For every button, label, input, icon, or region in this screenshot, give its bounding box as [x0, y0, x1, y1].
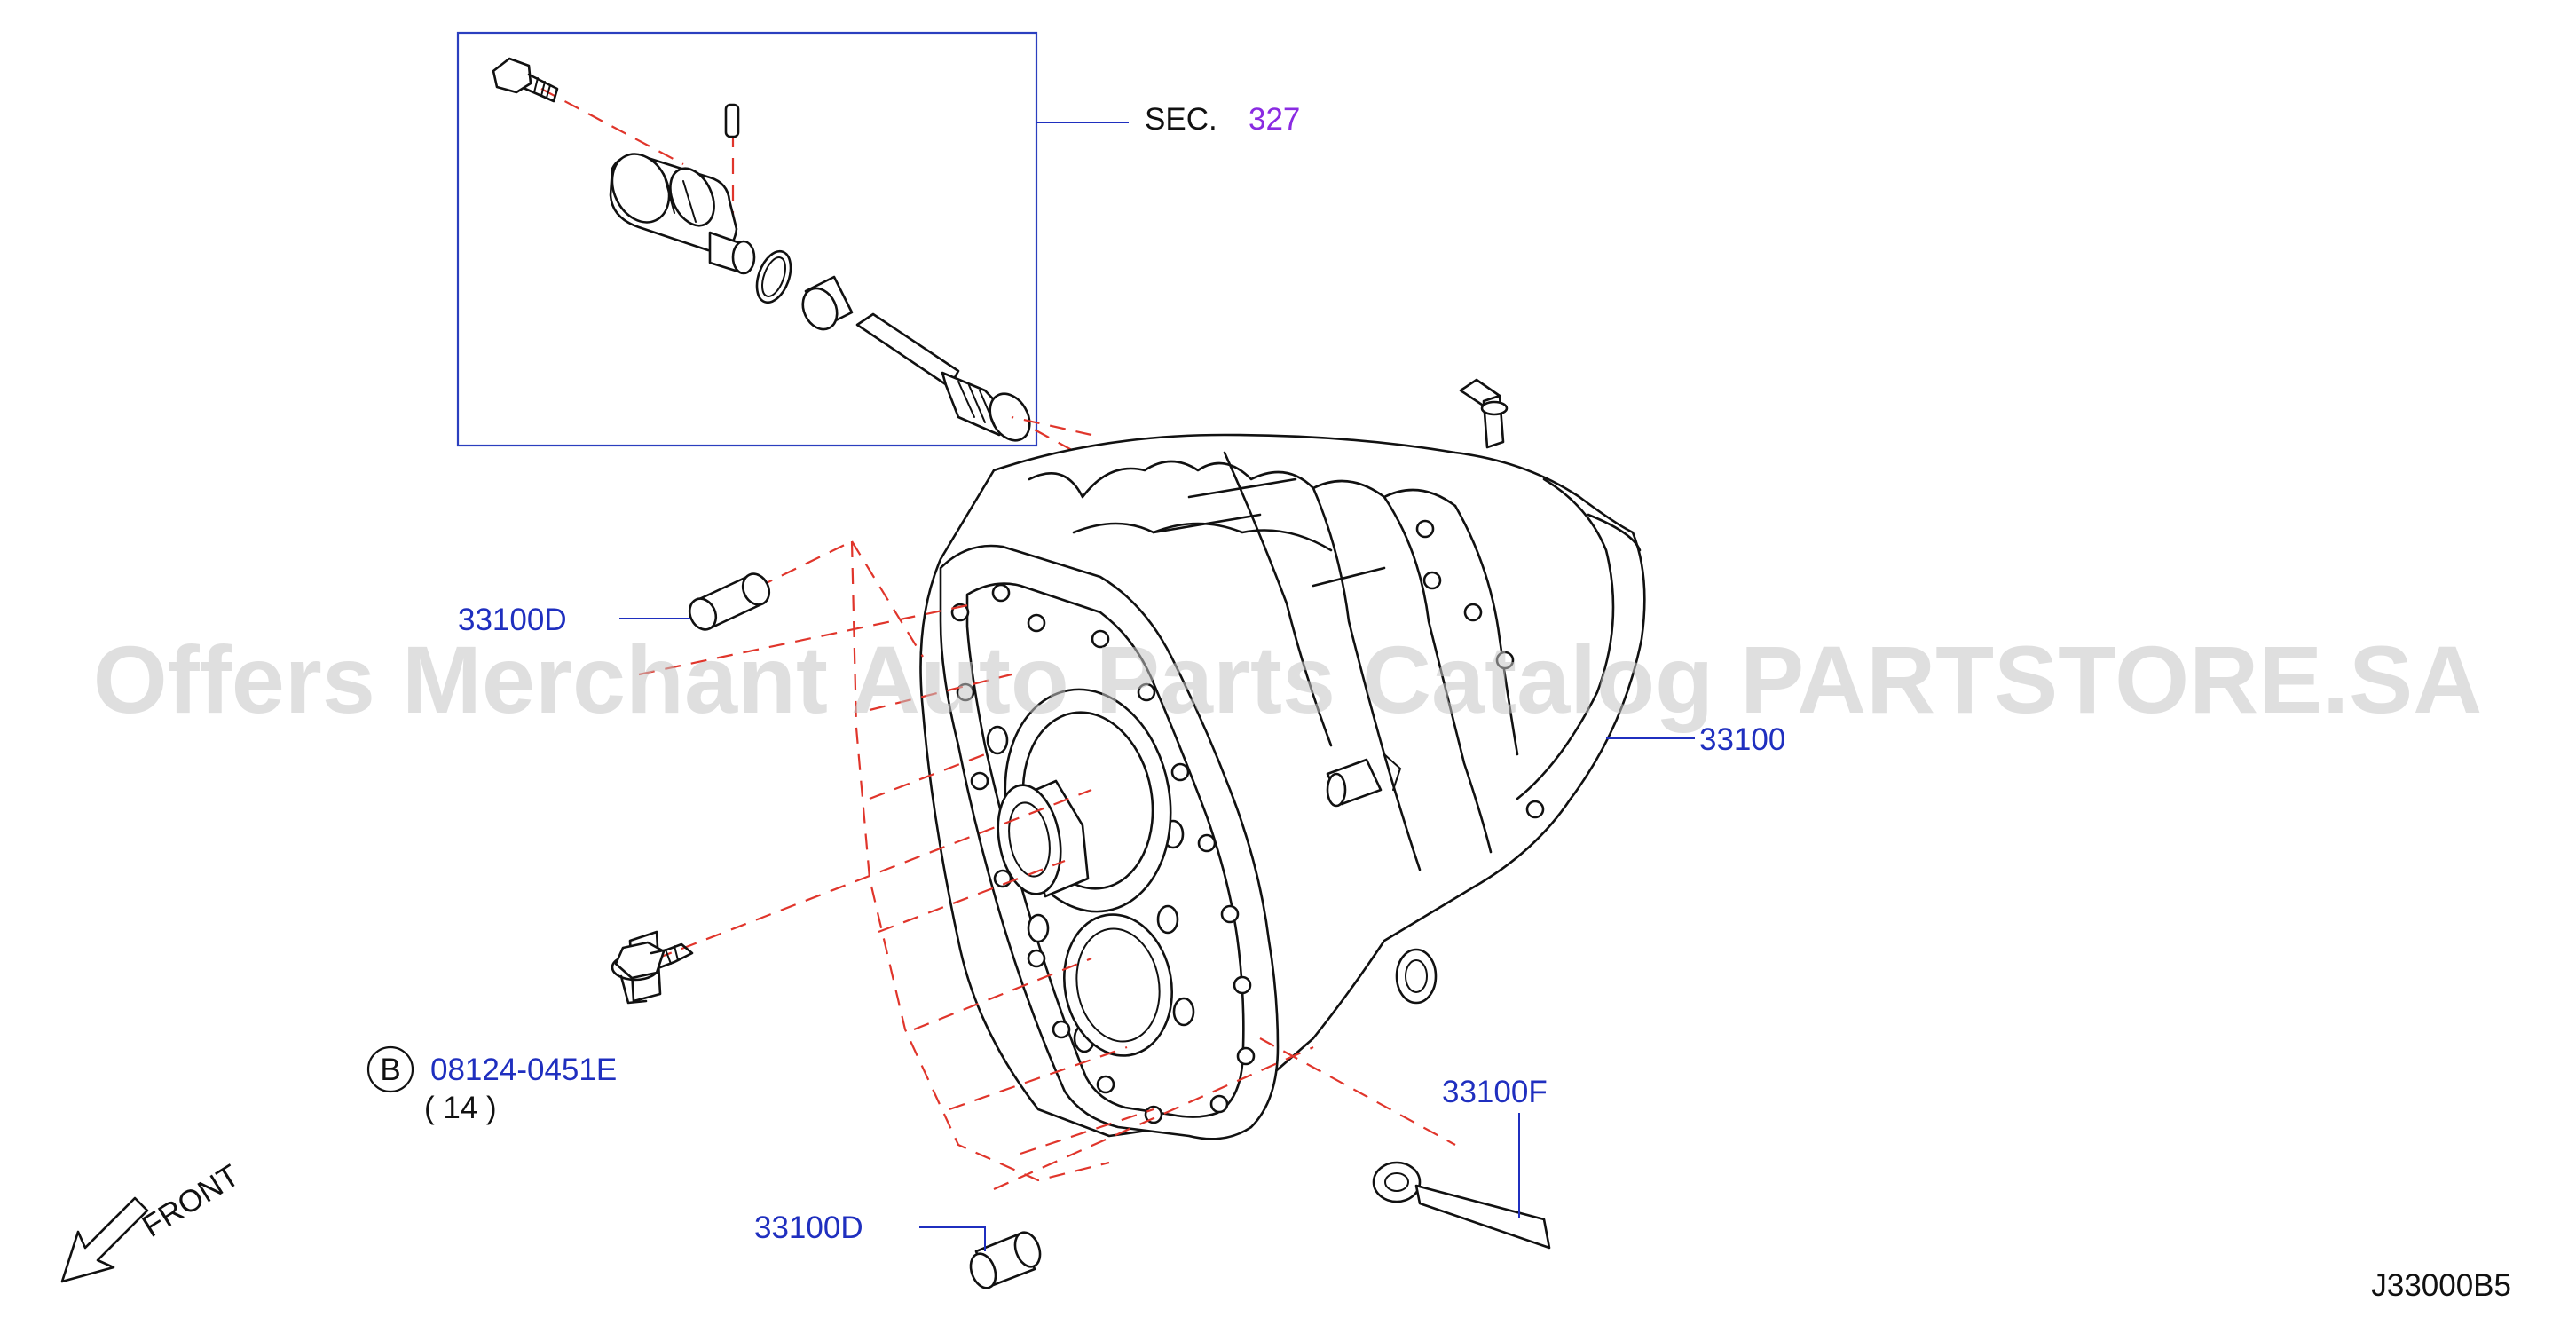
diagram-code: J33000B5: [2371, 1268, 2511, 1303]
bolt-callout-letter: B: [380, 1053, 400, 1087]
pin-icon: [724, 103, 740, 138]
transfer-case-housing: [919, 378, 1646, 1140]
front-label: FRONT: [137, 1158, 246, 1244]
bolt-quantity: ( 14 ): [424, 1091, 497, 1125]
bushing-icon: [801, 275, 854, 331]
flange-bolt-icon: [492, 57, 559, 103]
sec-number-link[interactable]: 327: [1249, 102, 1300, 137]
sec-prefix-label: SEC.: [1145, 102, 1217, 137]
dowel-pin-lower-icon: [969, 1231, 1042, 1289]
leader-33100d-lower: [919, 1226, 986, 1251]
front-direction-indicator: FRONT: [60, 1158, 246, 1283]
drive-shaft-icon: [855, 312, 1031, 442]
flange-bolt-b-icon: [611, 930, 694, 1005]
part-label-33100d-upper[interactable]: 33100D: [458, 603, 567, 637]
sec-327-detail-box: [456, 31, 1129, 471]
part-label-33100[interactable]: 33100: [1699, 722, 1785, 757]
bolt-callout-badge: B: [366, 1045, 414, 1093]
mating-phantom-outline: [638, 415, 1456, 1191]
part-label-33100d-lower[interactable]: 33100D: [754, 1211, 863, 1245]
part-label-08124-0451e[interactable]: 08124-0451E: [430, 1053, 617, 1087]
o-ring-icon: [755, 249, 792, 304]
watermark-text: Offers Merchant Auto Parts Catalog PARTS…: [93, 626, 2482, 733]
speed-sensor-housing-icon: [609, 153, 756, 275]
dowel-pin-upper-icon: [688, 572, 771, 631]
bracket-33100f-icon: [1372, 1161, 1551, 1250]
part-label-33100f[interactable]: 33100F: [1442, 1075, 1548, 1109]
front-arrow-icon: [60, 1196, 149, 1283]
